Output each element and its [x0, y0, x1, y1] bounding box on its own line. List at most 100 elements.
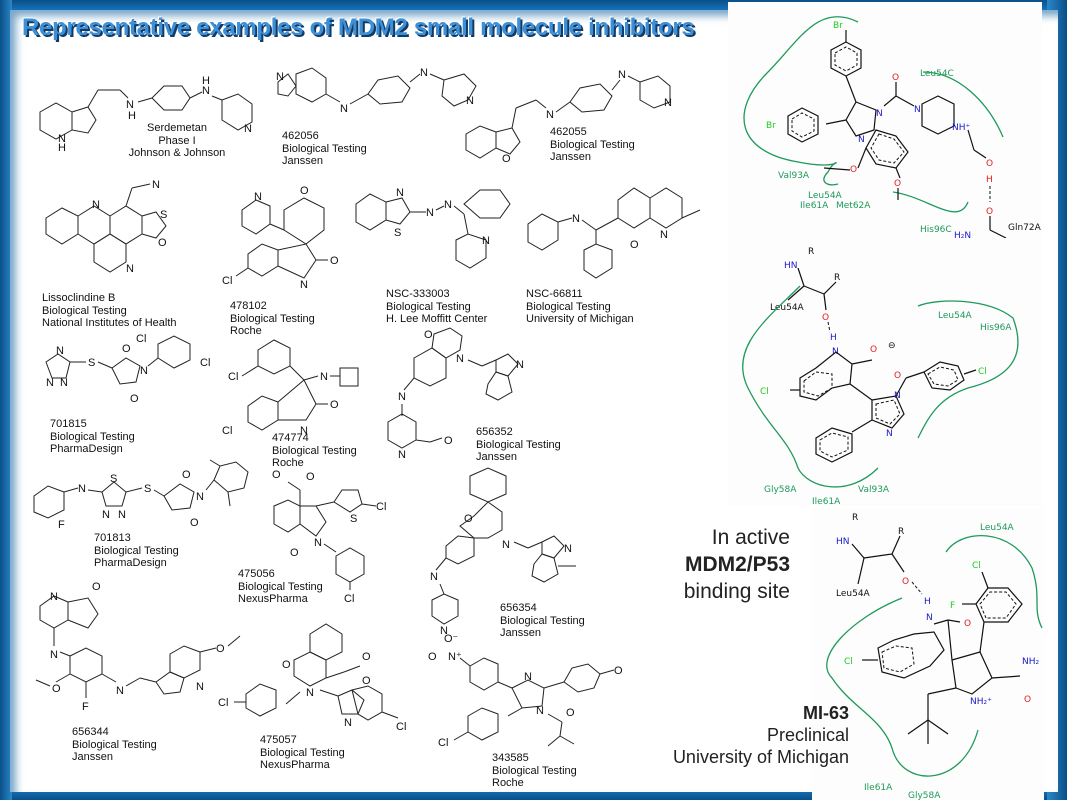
compound-org: Janssen [72, 751, 113, 763]
compound-name: 462056 [282, 130, 319, 142]
svg-text:N: N [858, 135, 865, 145]
svg-text:Val93A: Val93A [858, 485, 890, 495]
structure-656354: ON N N N [430, 467, 576, 637]
svg-text:N: N [78, 483, 86, 495]
svg-text:O: O [1024, 695, 1031, 705]
compound-name: 343585 [492, 752, 529, 764]
compound-name: 656352 [476, 426, 513, 438]
svg-text:O: O [158, 237, 167, 249]
compound-org: PharmaDesign [50, 443, 123, 455]
svg-text:N: N [276, 71, 284, 83]
svg-text:R: R [834, 273, 840, 283]
svg-text:N: N [196, 491, 204, 503]
svg-text:Gln72A: Gln72A [1008, 223, 1042, 233]
compound-stage: Phase I [158, 134, 196, 147]
svg-text:N: N [126, 99, 134, 111]
compound-org: Roche [492, 777, 524, 789]
svg-text:His96A: His96A [980, 323, 1012, 333]
compound-stage: Biological Testing [50, 430, 135, 443]
svg-text:HN: HN [836, 537, 850, 547]
svg-text:Cl: Cl [200, 357, 210, 369]
svg-text:NH₂⁺: NH₂⁺ [970, 697, 992, 707]
compound-stage: Biological Testing [476, 438, 561, 451]
compound-name: 475057 [260, 734, 297, 746]
svg-text:Cl: Cl [136, 333, 146, 345]
svg-text:N⁺: N⁺ [448, 651, 462, 663]
compound-stage: Biological Testing [42, 304, 127, 317]
svg-text:N: N [618, 69, 626, 81]
svg-text:Leu54A: Leu54A [836, 589, 871, 599]
compound-name: Lissoclindine B [42, 292, 116, 304]
structure-462056: N N N N [276, 67, 477, 115]
svg-text:Ile61A: Ile61A [864, 783, 893, 793]
compound-org: Janssen [550, 151, 591, 163]
svg-text:N: N [56, 345, 64, 357]
compound-stage: Biological Testing [386, 300, 471, 313]
svg-text:H: H [924, 597, 931, 607]
compound-stage: Biological Testing [72, 738, 157, 751]
svg-text:Cl: Cl [222, 275, 232, 287]
frame-bottom-bar [0, 790, 1067, 800]
svg-text:NH₂: NH₂ [1022, 657, 1040, 667]
svg-text:N: N [444, 199, 452, 211]
svg-text:R: R [898, 527, 904, 537]
svg-text:O: O [566, 707, 575, 719]
svg-text:HN: HN [784, 261, 798, 271]
svg-text:O⁻: O⁻ [444, 633, 459, 645]
svg-text:Cl: Cl [844, 657, 853, 667]
svg-text:O: O [306, 471, 315, 483]
svg-text:N: N [320, 371, 328, 383]
svg-text:N: N [196, 681, 204, 693]
compound-org: Janssen [282, 155, 323, 167]
svg-text:N: N [202, 85, 210, 97]
svg-text:Leu54A: Leu54A [980, 523, 1015, 533]
svg-text:S: S [350, 513, 357, 525]
svg-text:Val93A: Val93A [778, 171, 810, 181]
svg-text:O: O [130, 393, 139, 405]
svg-text:N: N [546, 109, 554, 121]
svg-text:O: O [190, 517, 199, 529]
svg-text:H: H [830, 333, 837, 343]
svg-text:N: N [440, 625, 448, 637]
compound-name: 475056 [238, 568, 275, 580]
svg-text:N: N [430, 571, 438, 583]
svg-text:N: N [876, 109, 883, 119]
svg-text:Cl: Cl [978, 367, 987, 377]
svg-text:Leu54A: Leu54A [808, 191, 843, 201]
svg-text:N: N [426, 207, 434, 219]
svg-text:N: N [92, 199, 100, 211]
svg-text:O: O [362, 651, 371, 663]
svg-text:N: N [660, 229, 668, 241]
svg-text:Leu54C: Leu54C [920, 69, 954, 79]
svg-text:O: O [300, 185, 309, 197]
svg-text:N: N [398, 391, 406, 403]
svg-text:O: O [122, 343, 131, 355]
svg-text:Cl: Cl [218, 697, 228, 709]
compound-stage: Biological Testing [238, 580, 323, 593]
svg-text:O: O [964, 619, 971, 629]
mi63-name: MI-63 [802, 703, 849, 723]
structure-656352: ON N N N O [387, 327, 524, 461]
compound-name: Serdemetan [147, 122, 207, 134]
svg-text:N: N [58, 133, 66, 145]
compound-name: NSC-66811 [526, 288, 583, 300]
svg-text:N: N [466, 95, 474, 107]
svg-text:N: N [50, 591, 58, 603]
compound-org: University of Michigan [526, 313, 634, 325]
svg-text:Cl: Cl [972, 561, 981, 571]
svg-text:S: S [394, 227, 401, 239]
svg-text:H: H [202, 75, 210, 87]
compound-name: 701815 [50, 418, 87, 430]
structure-nsc-66811: N N O [527, 187, 701, 279]
svg-text:N: N [396, 187, 404, 199]
svg-text:Cl: Cl [760, 387, 769, 397]
svg-text:Cl: Cl [396, 721, 406, 733]
svg-text:O: O [902, 577, 909, 587]
svg-text:O: O [986, 159, 993, 169]
active-site-caption: In active MDM2/P53 binding site [650, 524, 790, 605]
svg-text:O: O [216, 643, 225, 655]
